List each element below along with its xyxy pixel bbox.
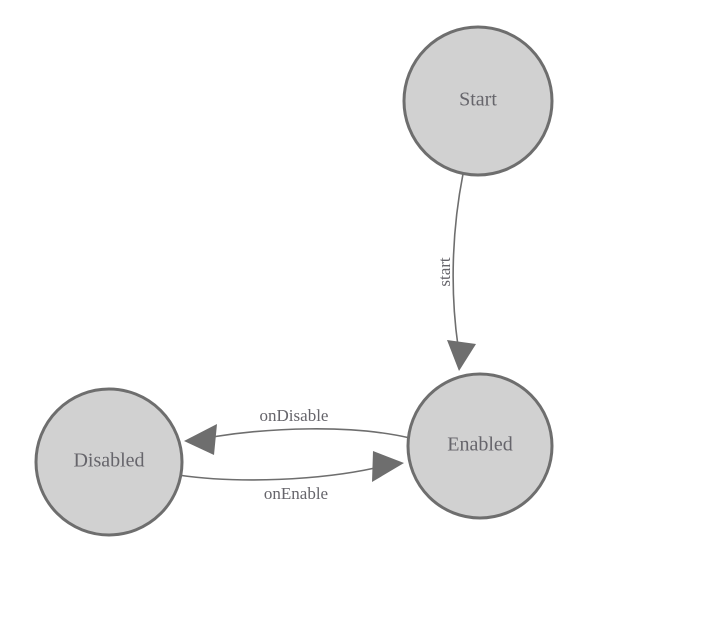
edge-enabled-to-disabled-path bbox=[211, 428, 411, 439]
edge-start-to-enabled-path bbox=[452, 173, 464, 347]
edge-label-onenable: onEnable bbox=[264, 484, 328, 503]
node-disabled-circle bbox=[34, 387, 184, 537]
node-start-circle bbox=[402, 25, 554, 177]
node-start-label: Start bbox=[459, 89, 497, 111]
node-enabled-circle bbox=[406, 372, 554, 520]
edge-disabled-to-enabled-path bbox=[177, 467, 376, 481]
node-disabled-label: Disabled bbox=[73, 450, 144, 472]
node-enabled-label: Enabled bbox=[447, 434, 513, 456]
edge-start-to-enabled[interactable]: start bbox=[435, 173, 476, 371]
edge-disabled-to-enabled-arrowhead bbox=[372, 451, 404, 482]
node-enabled[interactable]: Enabled bbox=[406, 372, 554, 520]
edge-enabled-to-disabled-arrowhead bbox=[184, 424, 217, 455]
edge-label-start: start bbox=[435, 257, 454, 287]
edge-start-to-enabled-arrowhead bbox=[447, 340, 476, 371]
edge-enabled-to-disabled[interactable]: onDisable bbox=[184, 406, 411, 455]
node-disabled[interactable]: Disabled bbox=[34, 387, 184, 537]
edge-label-ondisable: onDisable bbox=[260, 406, 329, 425]
node-start[interactable]: Start bbox=[402, 25, 554, 177]
edge-disabled-to-enabled[interactable]: onEnable bbox=[177, 451, 404, 503]
